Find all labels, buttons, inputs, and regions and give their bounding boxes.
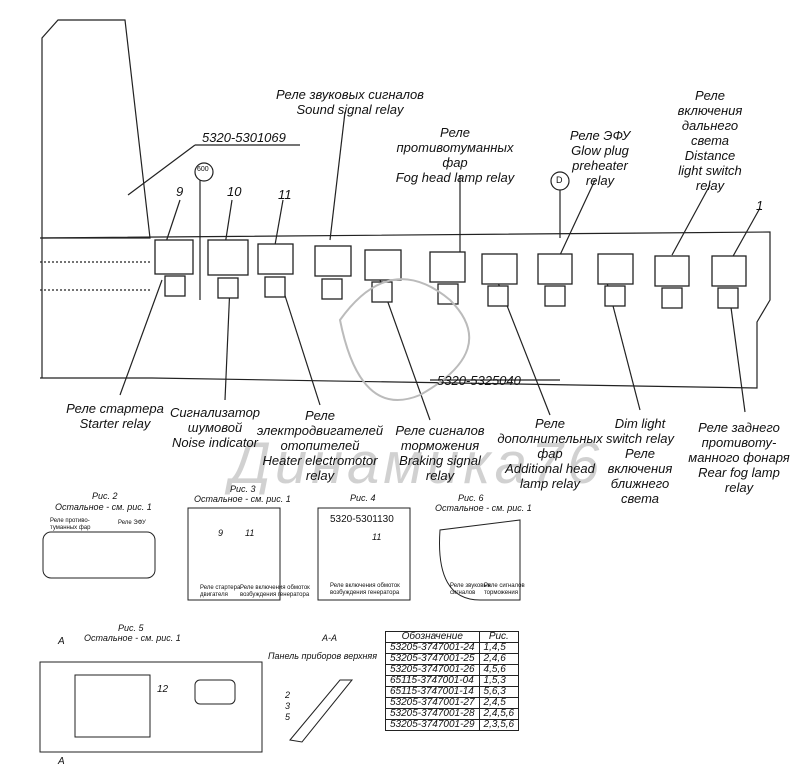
section-panel: Панель приборов верхняя [268,651,378,661]
table-cell: 4,5,6 [478,664,520,676]
fig4-n1: 11 [372,532,382,542]
table-cell: 53205-3747001-27 [385,697,480,709]
label-braking-signal-relay: Реле сигналов торможения Braking signal … [395,423,485,483]
fig4-title: Рис. 4 [350,493,376,503]
fig2-note2: Реле ЭФУ [118,520,146,526]
table-header-row: Обозначение Рис. [385,631,520,643]
fig5-marker-top: A [58,636,65,647]
label-rear-fog-lamp-relay: Реле заднего противоту- манного фонаря R… [688,420,790,495]
table-cell: 2,4,6 [478,653,520,665]
fig3-title: Рис. 3 [230,484,256,494]
table-header: Обозначение [385,631,480,643]
table-cell: 53205-3747001-29 [385,719,480,731]
label-heater-relay: Реле электродвигателей отопителей Heater… [256,408,384,483]
fig2-note1: Реле противо- туманных фар [50,518,91,531]
fig4-note1: Реле включения обмоток возбуждения генер… [330,583,400,596]
fig5-n1: 12 [157,684,169,695]
watermark: Динамика76 [230,431,604,496]
label-distance-light-relay: Реле включения дальнего света Distance l… [677,88,743,193]
fig5-sub: Остальное - см. рис. 1 [84,633,181,643]
label-dim-light-relay: Dim light switch relay Реле включения бл… [606,416,674,506]
table-cell: 65115-3747001-04 [385,675,480,687]
table-cell: 53205-3747001-26 [385,664,480,676]
section-title: А-А [322,633,338,643]
label-glow-plug-relay: Реле ЭФУ Glow plug preheater relay [569,128,631,188]
circle-600-label: 600 [197,166,209,173]
label-sound-signal-relay: Реле звуковых сигналов Sound signal rela… [276,87,424,117]
section-n2: 2 [285,690,291,700]
table-cell: 2,4,5 [478,697,520,709]
callout-1: 1 [756,198,764,213]
label-additional-head-lamp-relay: Реле дополнительных фар Additional head … [497,416,603,491]
callout-11: 11 [278,187,292,202]
fig6-sub: Остальное - см. рис. 1 [435,503,532,513]
table-cell: 53205-3747001-24 [385,642,480,654]
fig3-sub: Остальное - см. рис. 1 [194,494,291,504]
section-n5: 5 [285,712,291,722]
table-cell: 2,4,5,6 [478,708,520,720]
callout-10: 10 [227,184,242,199]
callout-9: 9 [176,184,184,199]
table-cell: 2,3,5,6 [478,719,520,731]
circle-d-label: D [556,175,563,185]
label-fog-head-lamp-relay: Реле противотуманных фар Fog head lamp r… [395,125,515,185]
fig2-title: Рис. 2 [92,491,118,501]
fig4-part: 5320-5301130 [330,514,394,525]
label-starter-relay: Реле стартера Starter relay [66,401,164,431]
table-cell: 53205-3747001-28 [385,708,480,720]
fig3-n2: 11 [245,528,255,538]
label-noise-indicator: Сигнализатор шумовой Noise indicator [169,405,261,450]
table-header: Рис. [478,631,520,643]
table-cell: 1,5,3 [478,675,520,687]
fig6-note1: Реле звуковых сигналов [450,583,491,596]
fig3-note2: Реле включения обмоток возбуждения генер… [240,585,310,598]
table-cell: 1,4,5 [478,642,520,654]
fig3-n1: 9 [218,528,224,538]
part-number-bottom: 5320-5325040 [437,373,521,388]
table-cell: 65115-3747001-14 [385,686,480,698]
table-cell: 53205-3747001-25 [385,653,480,665]
fig5-marker-bottom: A [58,756,65,767]
table-cell: 5,6,3 [478,686,520,698]
fig2-sub: Остальное - см. рис. 1 [55,502,152,512]
fig6-title: Рис. 6 [458,493,484,503]
part-number-top: 5320-5301069 [202,130,286,145]
fig5-title: Рис. 5 [118,623,144,633]
fig3-note1: Реле стартера двигателя [200,585,241,598]
section-n3: 3 [285,701,291,711]
fig6-note2: Реле сигналов торможения [484,583,525,596]
